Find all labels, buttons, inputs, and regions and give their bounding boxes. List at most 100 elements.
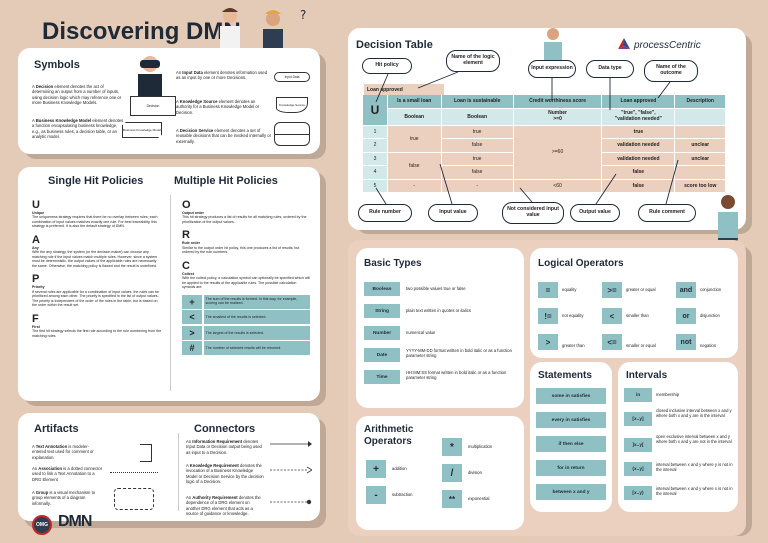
multiple-hit-list: O Output order This hit strategy produce…	[182, 199, 310, 356]
arith-op: +	[366, 460, 386, 478]
basic-type-number-text: numerical value	[406, 330, 436, 335]
policy-collect: C Collect With the collect policy, a cal…	[182, 259, 310, 290]
basic-type-boolean: Boolean	[364, 282, 400, 296]
arith-op-text: exponential	[468, 496, 490, 501]
logical-op-text: smaller than	[626, 313, 649, 318]
header-cell: Is a small loan	[388, 95, 441, 108]
processcentric-logo: processCentric	[616, 37, 701, 53]
arithmetic-title: Arithmetic Operators	[364, 424, 414, 447]
binoculars-person-icon	[138, 56, 162, 96]
logical-op-text: disjunction	[700, 313, 720, 318]
arith-op: *	[442, 438, 462, 456]
bkm-shape: Business Knowledge Model	[122, 122, 162, 138]
hit-policy-cell: U	[363, 95, 387, 125]
text-annotation-shape	[140, 444, 152, 462]
interval-text: membership	[656, 392, 680, 397]
logical-operators-title: Logical Operators	[538, 258, 624, 269]
collect-op-count: # The number of selected results will be…	[182, 341, 310, 356]
information-requirement-arrow-icon	[270, 441, 312, 447]
basic-types-title: Basic Types	[364, 258, 422, 269]
arith-op: -	[366, 486, 386, 504]
artifacts-connectors-panel: Artifacts Connectors A Text Annotation i…	[18, 413, 320, 521]
header-cell: Loan is sustainable	[441, 95, 513, 108]
omg-logo: OMG	[32, 515, 52, 535]
knowledge-requirement-arrow-icon	[270, 466, 312, 474]
policy-output-order: O Output order This hit strategy produce…	[182, 199, 307, 224]
table-row: 4 false false	[363, 166, 725, 179]
basic-type-time: Time	[364, 370, 400, 384]
decision-service-description: A Decision Service element denotes a set…	[176, 128, 271, 144]
header-cell: Credit worthiness score	[513, 95, 602, 108]
callout-rule-number: Rule number	[358, 204, 412, 222]
callout-input-expression: Input expression	[528, 60, 576, 78]
logical-op: =	[538, 282, 558, 298]
table-row: 3 false true validation needed unclear	[363, 152, 725, 179]
header-cell: Loan approved	[602, 95, 675, 108]
basic-types-card: Basic Types Boolean two possible values …	[356, 248, 524, 408]
arith-op-text: subtraction	[392, 492, 413, 497]
knowledge-requirement-description: A Knowledge Requirement denotes the invo…	[186, 463, 264, 484]
table-row: 5 - - <60 false score too low	[363, 179, 725, 192]
statement-item: some in satisfies	[536, 388, 606, 404]
artifacts-title: Artifacts	[34, 423, 79, 435]
symbols-title: Symbols	[34, 59, 80, 71]
header-cell: Description	[675, 95, 725, 108]
policy-any: A Any With the any strategy, the system …	[32, 233, 158, 268]
knowledge-source-shape: Knowledge Source	[276, 97, 308, 113]
intervals-card: Intervals in membership [x..y] closed in…	[618, 362, 738, 512]
logical-op-text: greater or equal	[626, 287, 656, 292]
type-cell	[675, 108, 725, 125]
symbols-panel: Symbols A Decision element denotes the a…	[18, 48, 320, 154]
interval-op: in	[624, 388, 652, 402]
interval-op: [x..y]	[624, 412, 652, 426]
connectors-title: Connectors	[194, 423, 256, 435]
interval-text: closed inclusive interval between x and …	[656, 408, 732, 419]
logical-op: >	[538, 334, 558, 350]
type-cell: Boolean	[388, 108, 441, 125]
thinking-person-icon	[544, 28, 562, 60]
logical-op-text: conjunction	[700, 287, 722, 292]
logical-op-text: smaller or equal	[626, 343, 656, 348]
arith-op: **	[442, 490, 462, 508]
table-row: 2 false validation needed unclear	[363, 139, 725, 152]
statements-title: Statements	[538, 370, 592, 381]
decision-table: U Is a small loan Loan is sustainable Cr…	[362, 94, 726, 193]
basic-type-time-text: HH:MM:SS format written in bold italic o…	[406, 370, 507, 381]
logical-op: <=	[602, 334, 622, 350]
interval-op: [x..y)	[624, 486, 652, 500]
decision-shape: Decision	[130, 96, 176, 116]
interval-text: open exclusive interval between x and y …	[656, 434, 732, 445]
decision-description: A Decision element denotes the act of de…	[32, 84, 122, 105]
logical-op-text: negation	[700, 343, 717, 348]
basic-type-date: Date	[364, 348, 400, 362]
policy-unique: U Unique The uniqueness strategy require…	[32, 199, 158, 229]
basic-type-string-text: plain text written in quotes or italics	[406, 308, 471, 313]
decision-table-panel: Decision Table processCentric Loan appro…	[348, 28, 746, 230]
statement-item: for in return	[536, 460, 606, 476]
hit-policies-panel: Single Hit Policies Multiple Hit Policie…	[18, 167, 320, 401]
basic-type-date-text: YYYY-MM-DD format written in bold italic…	[406, 348, 512, 359]
logical-op: <	[602, 308, 622, 324]
logical-op-text: not equality	[562, 313, 584, 318]
callout-output-value: Output value	[570, 204, 620, 222]
logical-op: >=	[602, 282, 622, 298]
collect-ops: + The sum of the results is formed. In t…	[182, 294, 310, 356]
table-row: 1 true true >=60 true	[363, 125, 725, 179]
arith-op-text: addition	[392, 466, 407, 471]
association-line	[110, 472, 158, 473]
policy-priority: P Priority If several rules are applicab…	[32, 273, 160, 308]
interval-op: (x..y]	[624, 462, 652, 476]
statement-item: every in satisfies	[536, 412, 606, 428]
collect-op-max: > The largest of the results is selected…	[182, 325, 310, 340]
callout-hit-policy: Hit policy	[362, 58, 412, 74]
logical-op: or	[676, 308, 696, 324]
authority-requirement-arrow-icon	[270, 499, 312, 505]
statements-card: Statements some in satisfies every in sa…	[530, 362, 612, 512]
arith-op-text: division	[468, 470, 482, 475]
policy-rule-order: R Rule order Similar to the output order…	[182, 229, 300, 255]
dmn-logo: DMN	[58, 513, 92, 530]
logical-operators-card: Logical Operators = equality >= greater …	[530, 248, 738, 358]
statement-item: if then else	[536, 436, 606, 452]
interval-text: interval between x and y where x is not …	[656, 486, 733, 497]
knowledge-source-description: A Knowledge Source element denotes an au…	[176, 99, 260, 115]
